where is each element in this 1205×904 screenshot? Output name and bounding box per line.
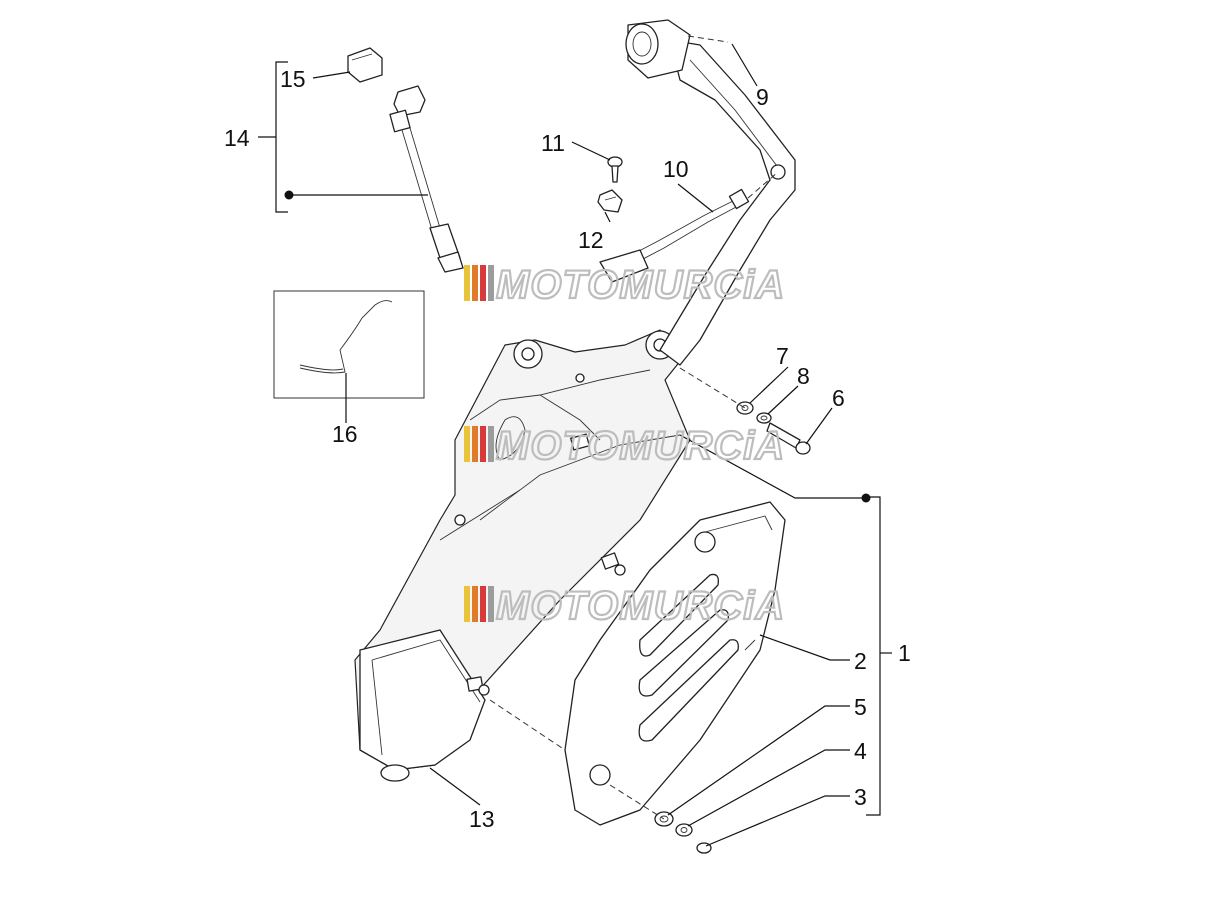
- label-part-4[interactable]: 4: [854, 738, 867, 764]
- watermark-stripe: [480, 426, 486, 462]
- watermark-stripe: [480, 586, 486, 622]
- watermark-stripe: [472, 426, 478, 462]
- label-part-12[interactable]: 12: [578, 227, 604, 253]
- watermark-stripe: [488, 265, 494, 301]
- watermark-stripe: [488, 426, 494, 462]
- washer-8[interactable]: [756, 412, 772, 424]
- watermark-1: MOTOMURCiA: [464, 262, 785, 308]
- watermark-text: MOTOMURCiA: [496, 584, 785, 628]
- sensor-cable-14[interactable]: [389, 85, 464, 273]
- washer-4[interactable]: [675, 823, 693, 837]
- heat-shield-2[interactable]: [564, 501, 786, 826]
- wire-16[interactable]: [273, 290, 425, 399]
- label-part-7[interactable]: 7: [776, 343, 789, 369]
- watermark-stripe: [480, 265, 486, 301]
- watermark-3: MOTOMURCiA: [464, 583, 785, 629]
- watermark-stripe: [488, 586, 494, 622]
- label-part-2[interactable]: 2: [854, 648, 867, 674]
- watermark-stripe: [472, 265, 478, 301]
- label-part-1[interactable]: 1: [898, 640, 911, 666]
- exhaust-pipe[interactable]: [625, 19, 796, 366]
- muffler-13[interactable]: [354, 329, 691, 782]
- watermark-text: MOTOMURCiA: [496, 424, 785, 468]
- watermark-2: MOTOMURCiA: [464, 423, 785, 469]
- label-part-14[interactable]: 14: [224, 125, 250, 151]
- label-part-5[interactable]: 5: [854, 694, 867, 720]
- washer-7[interactable]: [736, 401, 754, 415]
- watermark-stripe: [464, 586, 470, 622]
- watermark-stripe: [464, 426, 470, 462]
- watermark-stripe: [464, 265, 470, 301]
- label-part-6[interactable]: 6: [832, 385, 845, 411]
- label-part-15[interactable]: 15: [280, 66, 306, 92]
- label-part-8[interactable]: 8: [797, 363, 810, 389]
- leaders: [258, 43, 892, 847]
- label-part-10[interactable]: 10: [663, 156, 689, 182]
- screw-11[interactable]: [607, 156, 623, 183]
- label-part-3[interactable]: 3: [854, 784, 867, 810]
- label-part-16[interactable]: 16: [332, 421, 358, 447]
- label-part-13[interactable]: 13: [469, 806, 495, 832]
- connector-15[interactable]: [347, 47, 383, 83]
- label-part-9[interactable]: 9: [756, 84, 769, 110]
- lambda-sensor-10[interactable]: [599, 188, 750, 283]
- label-part-11[interactable]: 11: [541, 130, 565, 156]
- part-labels: 1 2 3 4 5 6 7 8 9 10 11 12 13 14 15 16: [224, 66, 911, 832]
- assembly-lines: [489, 35, 779, 820]
- clip-12[interactable]: [597, 189, 623, 213]
- watermark-stripe: [472, 586, 478, 622]
- watermark-text: MOTOMURCiA: [496, 263, 785, 307]
- bolt-6[interactable]: [766, 422, 811, 455]
